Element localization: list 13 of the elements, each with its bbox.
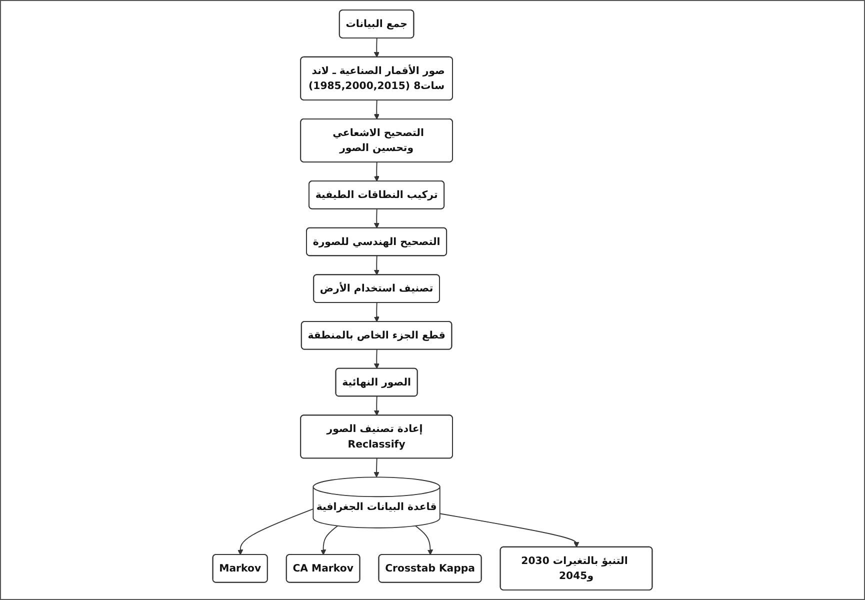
arrow (320, 525, 338, 556)
arrow (374, 349, 380, 369)
arrow (439, 513, 580, 548)
arrow (374, 396, 380, 416)
arrow (374, 162, 380, 182)
arrow (238, 508, 314, 556)
arrow (374, 255, 380, 276)
arrow (374, 38, 380, 58)
arrow (374, 100, 380, 120)
arrow (414, 525, 434, 556)
arrow (374, 302, 380, 322)
arrow (374, 458, 380, 478)
arrow (374, 208, 380, 228)
